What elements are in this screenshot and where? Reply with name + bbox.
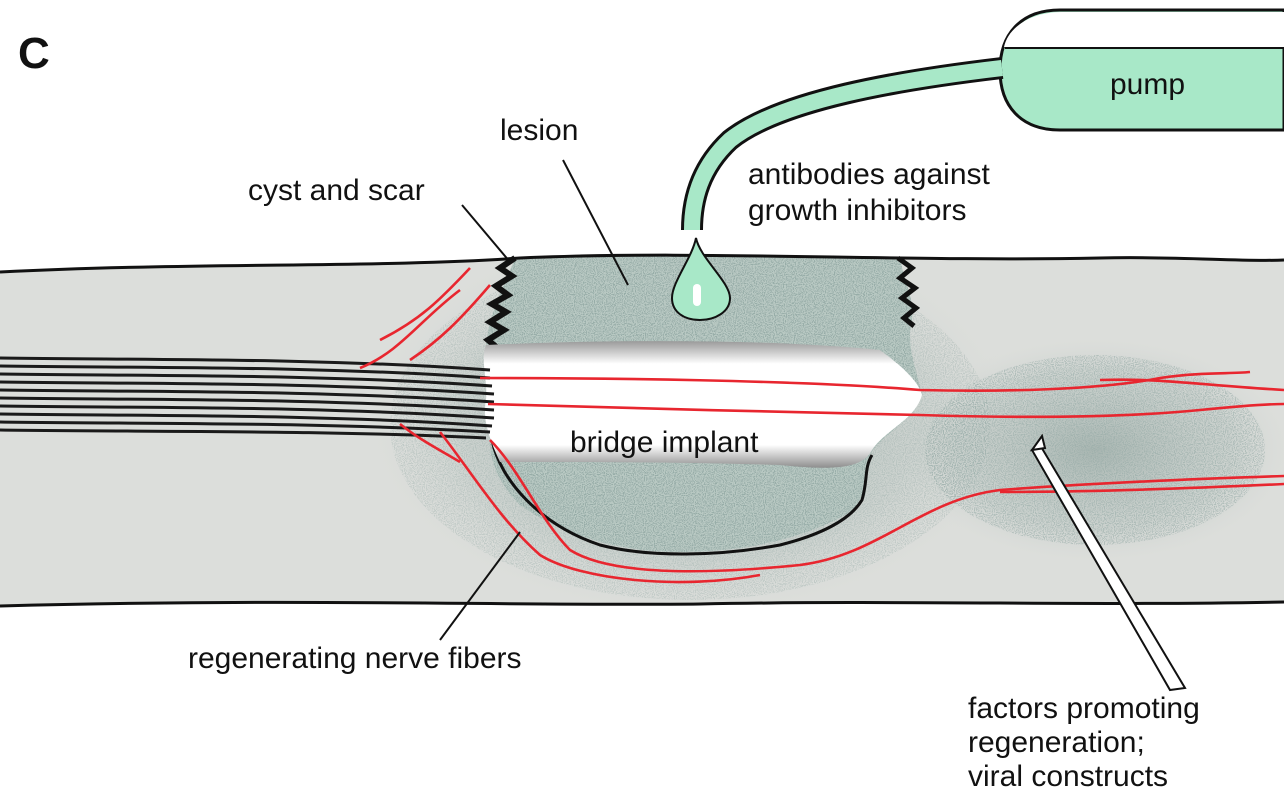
regenerating-fibers-label: regenerating nerve fibers: [188, 642, 522, 675]
lesion-label: lesion: [500, 114, 578, 147]
panel-label: C: [18, 29, 50, 78]
bridge-implant-label: bridge implant: [570, 426, 759, 459]
pump-top-fill: [1004, 12, 1284, 47]
cyst-and-scar-label: cyst and scar: [248, 174, 425, 207]
pump-label: pump: [1110, 68, 1185, 101]
drop-highlight: [693, 284, 701, 306]
factors-label-line3: viral constructs: [968, 760, 1168, 793]
factors-label-line1: factors promoting: [968, 692, 1200, 725]
antibody-drop: [672, 238, 730, 320]
factors-label-line2: regeneration;: [968, 726, 1145, 759]
antibodies-label-line2: growth inhibitors: [748, 194, 966, 227]
antibodies-label-line1: antibodies against: [748, 158, 991, 191]
leader-cyst-scar: [462, 205, 510, 262]
